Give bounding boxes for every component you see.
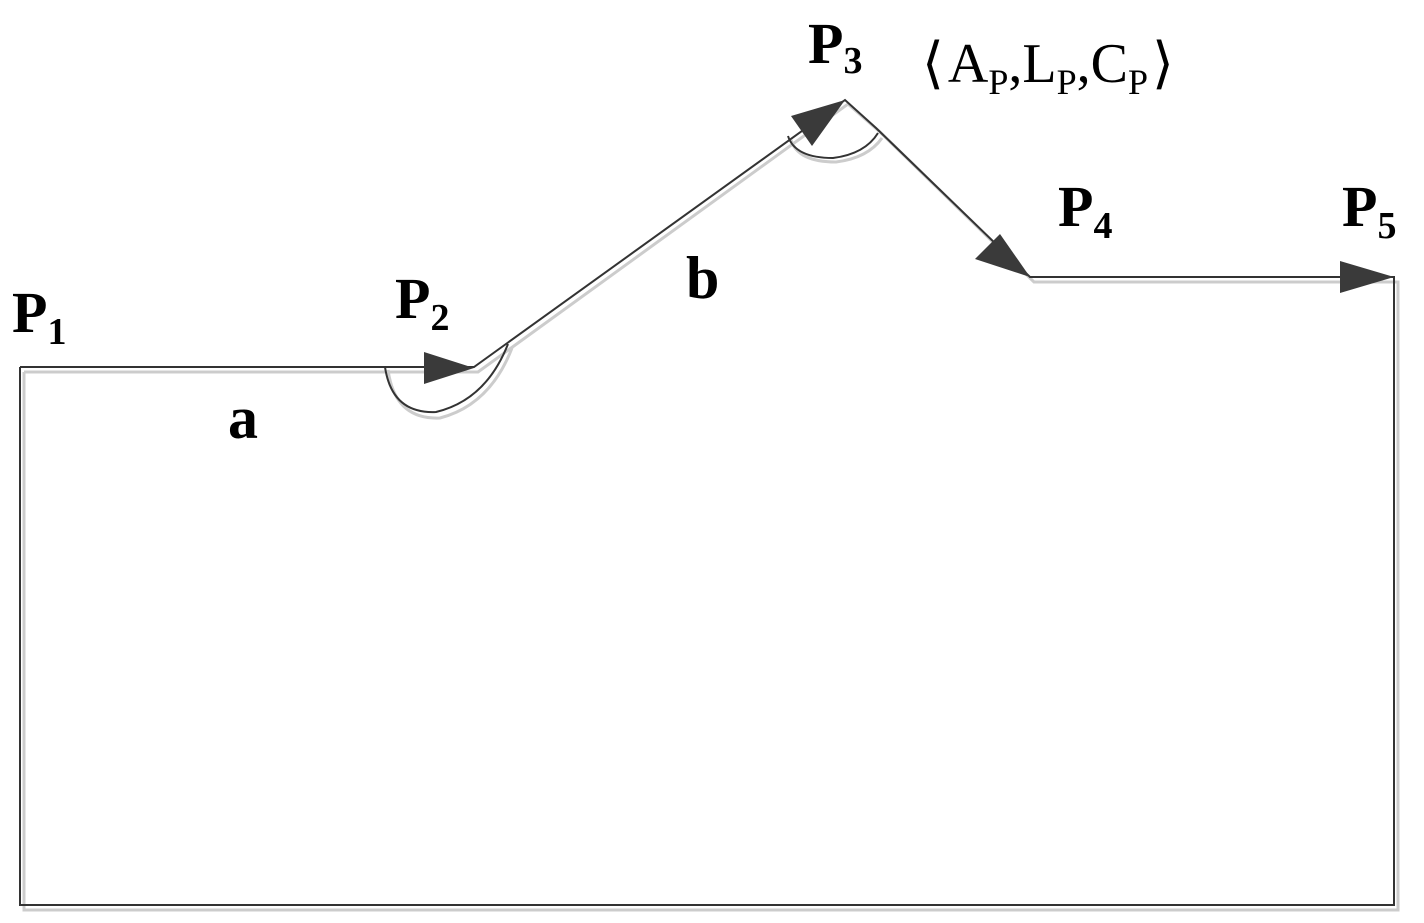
arrowhead-p4-p5 — [1340, 261, 1394, 293]
outline-path — [19, 98, 1395, 906]
angle-arc-p3 — [787, 132, 879, 160]
attribute-tuple: ⟨AP,LP,CP⟩ — [922, 33, 1174, 102]
edge-label-a: a — [228, 385, 258, 451]
outline-shadow — [22, 102, 1400, 912]
point-label-p4: P4 — [1058, 174, 1112, 247]
point-label-p1: P1 — [12, 280, 66, 353]
point-label-p5: P5 — [1342, 174, 1396, 247]
arrowhead-a — [424, 352, 474, 384]
edge-label-b: b — [686, 245, 719, 311]
point-label-p3: P3 — [808, 11, 862, 82]
angle-arc-p2 — [384, 343, 509, 414]
angle-arc-p3-shadow — [789, 137, 884, 164]
arrowhead-b — [791, 100, 845, 146]
point-label-p2: P2 — [395, 266, 449, 339]
arrowhead-p3-p4 — [975, 234, 1030, 277]
